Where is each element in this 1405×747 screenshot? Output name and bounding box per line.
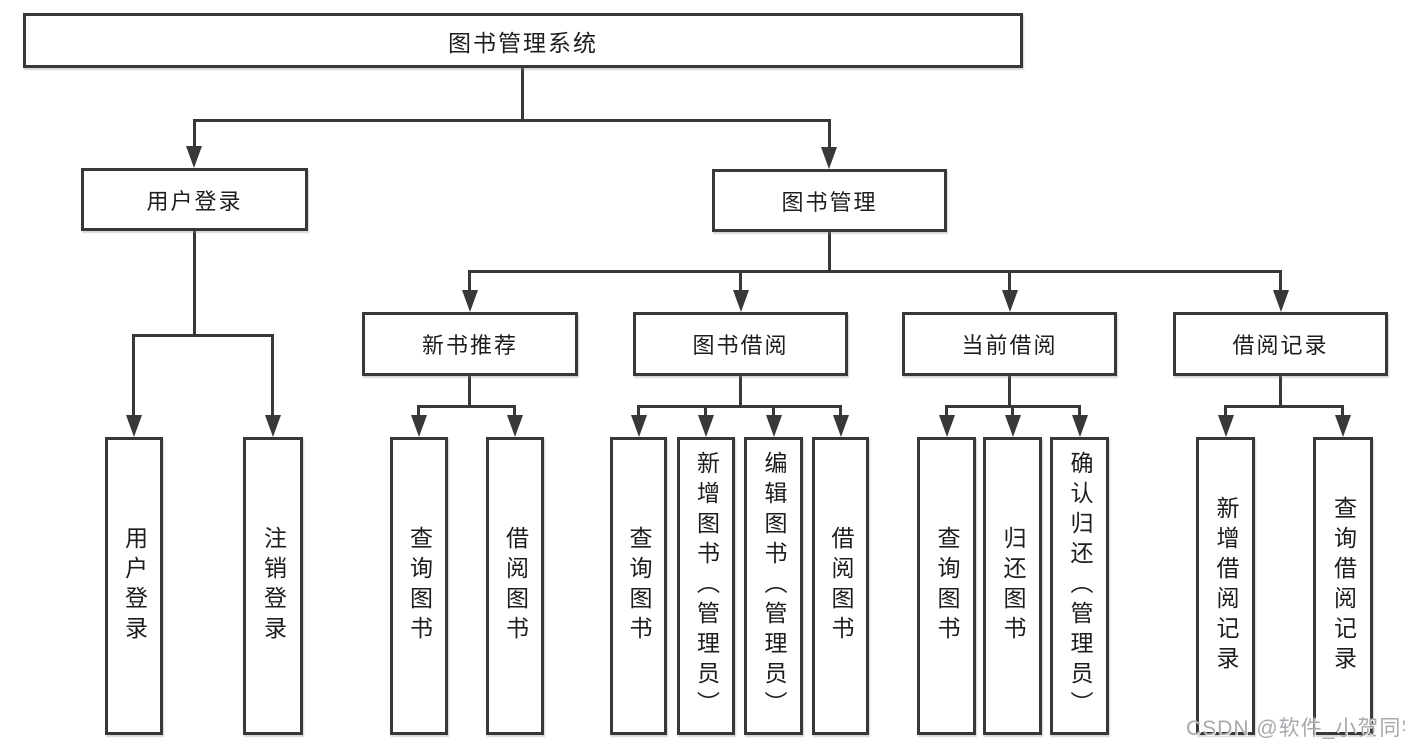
connector-book-borrow-down — [739, 376, 742, 408]
arrow-to-query-c — [939, 415, 955, 437]
connector-borrow-a-stem — [513, 405, 516, 419]
leaf-borrow-book-a-label: 借阅图书 — [502, 526, 529, 646]
leaf-return-book: 归还图书 — [983, 437, 1042, 735]
connector-current-borrow-stem — [1008, 270, 1011, 294]
connector-root-stem — [521, 66, 524, 121]
arrow-to-confirm-return — [1072, 415, 1088, 437]
leaf-edit-book: 编辑图书（管理员） — [744, 437, 803, 735]
arrow-to-return-book — [1005, 415, 1021, 437]
leaf-user-login-label: 用户登录 — [121, 526, 148, 646]
connector-query-record-stem — [1341, 405, 1344, 419]
leaf-query-book-a: 查询图书 — [390, 437, 448, 735]
connector-borrow-records-stem — [1279, 270, 1282, 294]
connector-query-c-stem — [945, 405, 948, 419]
node-user-login-label: 用户登录 — [146, 188, 243, 214]
leaf-add-book: 新增图书（管理员） — [677, 437, 735, 735]
leaf-query-borrow-record: 查询借阅记录 — [1313, 437, 1373, 735]
node-new-book-rec-label: 新书推荐 — [421, 333, 518, 358]
connector-confirm-return-stem — [1078, 405, 1081, 419]
leaf-confirm-return-label: 确认归还（管理员） — [1067, 451, 1093, 721]
arrow-to-current-borrow — [1002, 290, 1018, 312]
node-library-system: 图书管理系统 — [23, 13, 1023, 68]
leaf-query-book-c-label: 查询图书 — [934, 526, 960, 646]
csdn-watermark: CSDN @软件_小贺同学 — [1186, 717, 1405, 740]
leaf-query-book-a-label: 查询图书 — [406, 526, 433, 646]
connector-borrow-records-down — [1279, 376, 1282, 408]
node-book-mgmt-label: 图书管理 — [781, 189, 878, 215]
arrow-to-user-login — [186, 146, 202, 168]
connector-level2-rail — [193, 119, 831, 122]
node-borrow-records: 借阅记录 — [1173, 312, 1388, 376]
arrow-to-book-mgmt — [821, 147, 837, 169]
arrow-to-borrow-b — [833, 415, 849, 437]
node-user-login: 用户登录 — [81, 168, 308, 231]
arrow-to-leaf-logout — [265, 415, 281, 437]
leaf-borrow-book-b: 借阅图书 — [812, 437, 869, 735]
connector-current-borrow-down — [1008, 376, 1011, 408]
leaf-logout: 注销登录 — [243, 437, 303, 735]
arrow-to-query-record — [1335, 415, 1351, 437]
leaf-add-borrow-record: 新增借阅记录 — [1196, 437, 1255, 735]
leaf-query-borrow-record-label: 查询借阅记录 — [1330, 496, 1357, 676]
connector-leaf-user-login-stem — [132, 334, 135, 418]
arrow-to-book-borrow — [733, 290, 749, 312]
leaf-add-book-label: 新增图书（管理员） — [693, 451, 720, 721]
connector-group-e-rail — [1224, 405, 1344, 408]
arrow-to-borrow-records — [1273, 290, 1289, 312]
leaf-borrow-book-a: 借阅图书 — [486, 437, 544, 735]
node-new-book-rec: 新书推荐 — [362, 312, 578, 376]
connector-group-c-rail — [637, 405, 842, 408]
node-book-borrow-label: 图书借阅 — [692, 333, 789, 358]
connector-query-b-stem — [637, 405, 640, 419]
connector-book-borrow-stem — [739, 270, 742, 294]
arrow-to-add-book — [698, 415, 714, 437]
node-current-borrow: 当前借阅 — [902, 312, 1117, 376]
connector-book-mgmt-stem — [828, 119, 831, 151]
connector-leaf-logout-stem — [271, 334, 274, 418]
node-current-borrow-label: 当前借阅 — [961, 333, 1058, 358]
connector-user-group-rail — [132, 334, 274, 337]
leaf-confirm-return: 确认归还（管理员） — [1050, 437, 1109, 735]
connector-borrow-b-stem — [839, 405, 842, 419]
leaf-borrow-book-b-label: 借阅图书 — [828, 526, 854, 646]
connector-book-mgmt-down — [828, 232, 831, 273]
leaf-logout-label: 注销登录 — [260, 526, 287, 646]
leaf-user-login: 用户登录 — [105, 437, 163, 735]
arrow-to-query-b — [631, 415, 647, 437]
node-borrow-records-label: 借阅记录 — [1232, 333, 1329, 358]
connector-level3-rail — [468, 270, 1282, 273]
arrow-to-borrow-a — [507, 415, 523, 437]
node-book-mgmt: 图书管理 — [712, 169, 947, 232]
arrow-to-query-a — [411, 415, 427, 437]
leaf-edit-book-label: 编辑图书（管理员） — [761, 451, 787, 721]
arrow-to-add-record — [1218, 415, 1234, 437]
leaf-query-book-c: 查询图书 — [917, 437, 976, 735]
connector-user-login-stem — [193, 119, 196, 151]
arrow-to-new-book-rec — [462, 290, 478, 312]
connector-add-record-stem — [1224, 405, 1227, 419]
connector-new-book-rec-down — [468, 376, 471, 408]
connector-add-book-stem — [704, 405, 707, 419]
connector-user-login-down — [193, 231, 196, 336]
connector-group-b-rail — [417, 405, 516, 408]
leaf-query-book-b: 查询图书 — [610, 437, 667, 735]
arrow-to-edit-book — [766, 415, 782, 437]
arrow-to-leaf-user-login — [126, 415, 142, 437]
connector-return-book-stem — [1011, 405, 1014, 419]
connector-edit-book-stem — [772, 405, 775, 419]
leaf-return-book-label: 归还图书 — [1000, 526, 1026, 646]
node-library-system-label: 图书管理系统 — [448, 29, 598, 56]
connector-new-book-rec-stem — [468, 270, 471, 294]
connector-query-a-stem — [417, 405, 420, 419]
node-book-borrow: 图书借阅 — [633, 312, 848, 376]
leaf-add-borrow-record-label: 新增借阅记录 — [1213, 496, 1239, 676]
leaf-query-book-b-label: 查询图书 — [626, 526, 652, 646]
